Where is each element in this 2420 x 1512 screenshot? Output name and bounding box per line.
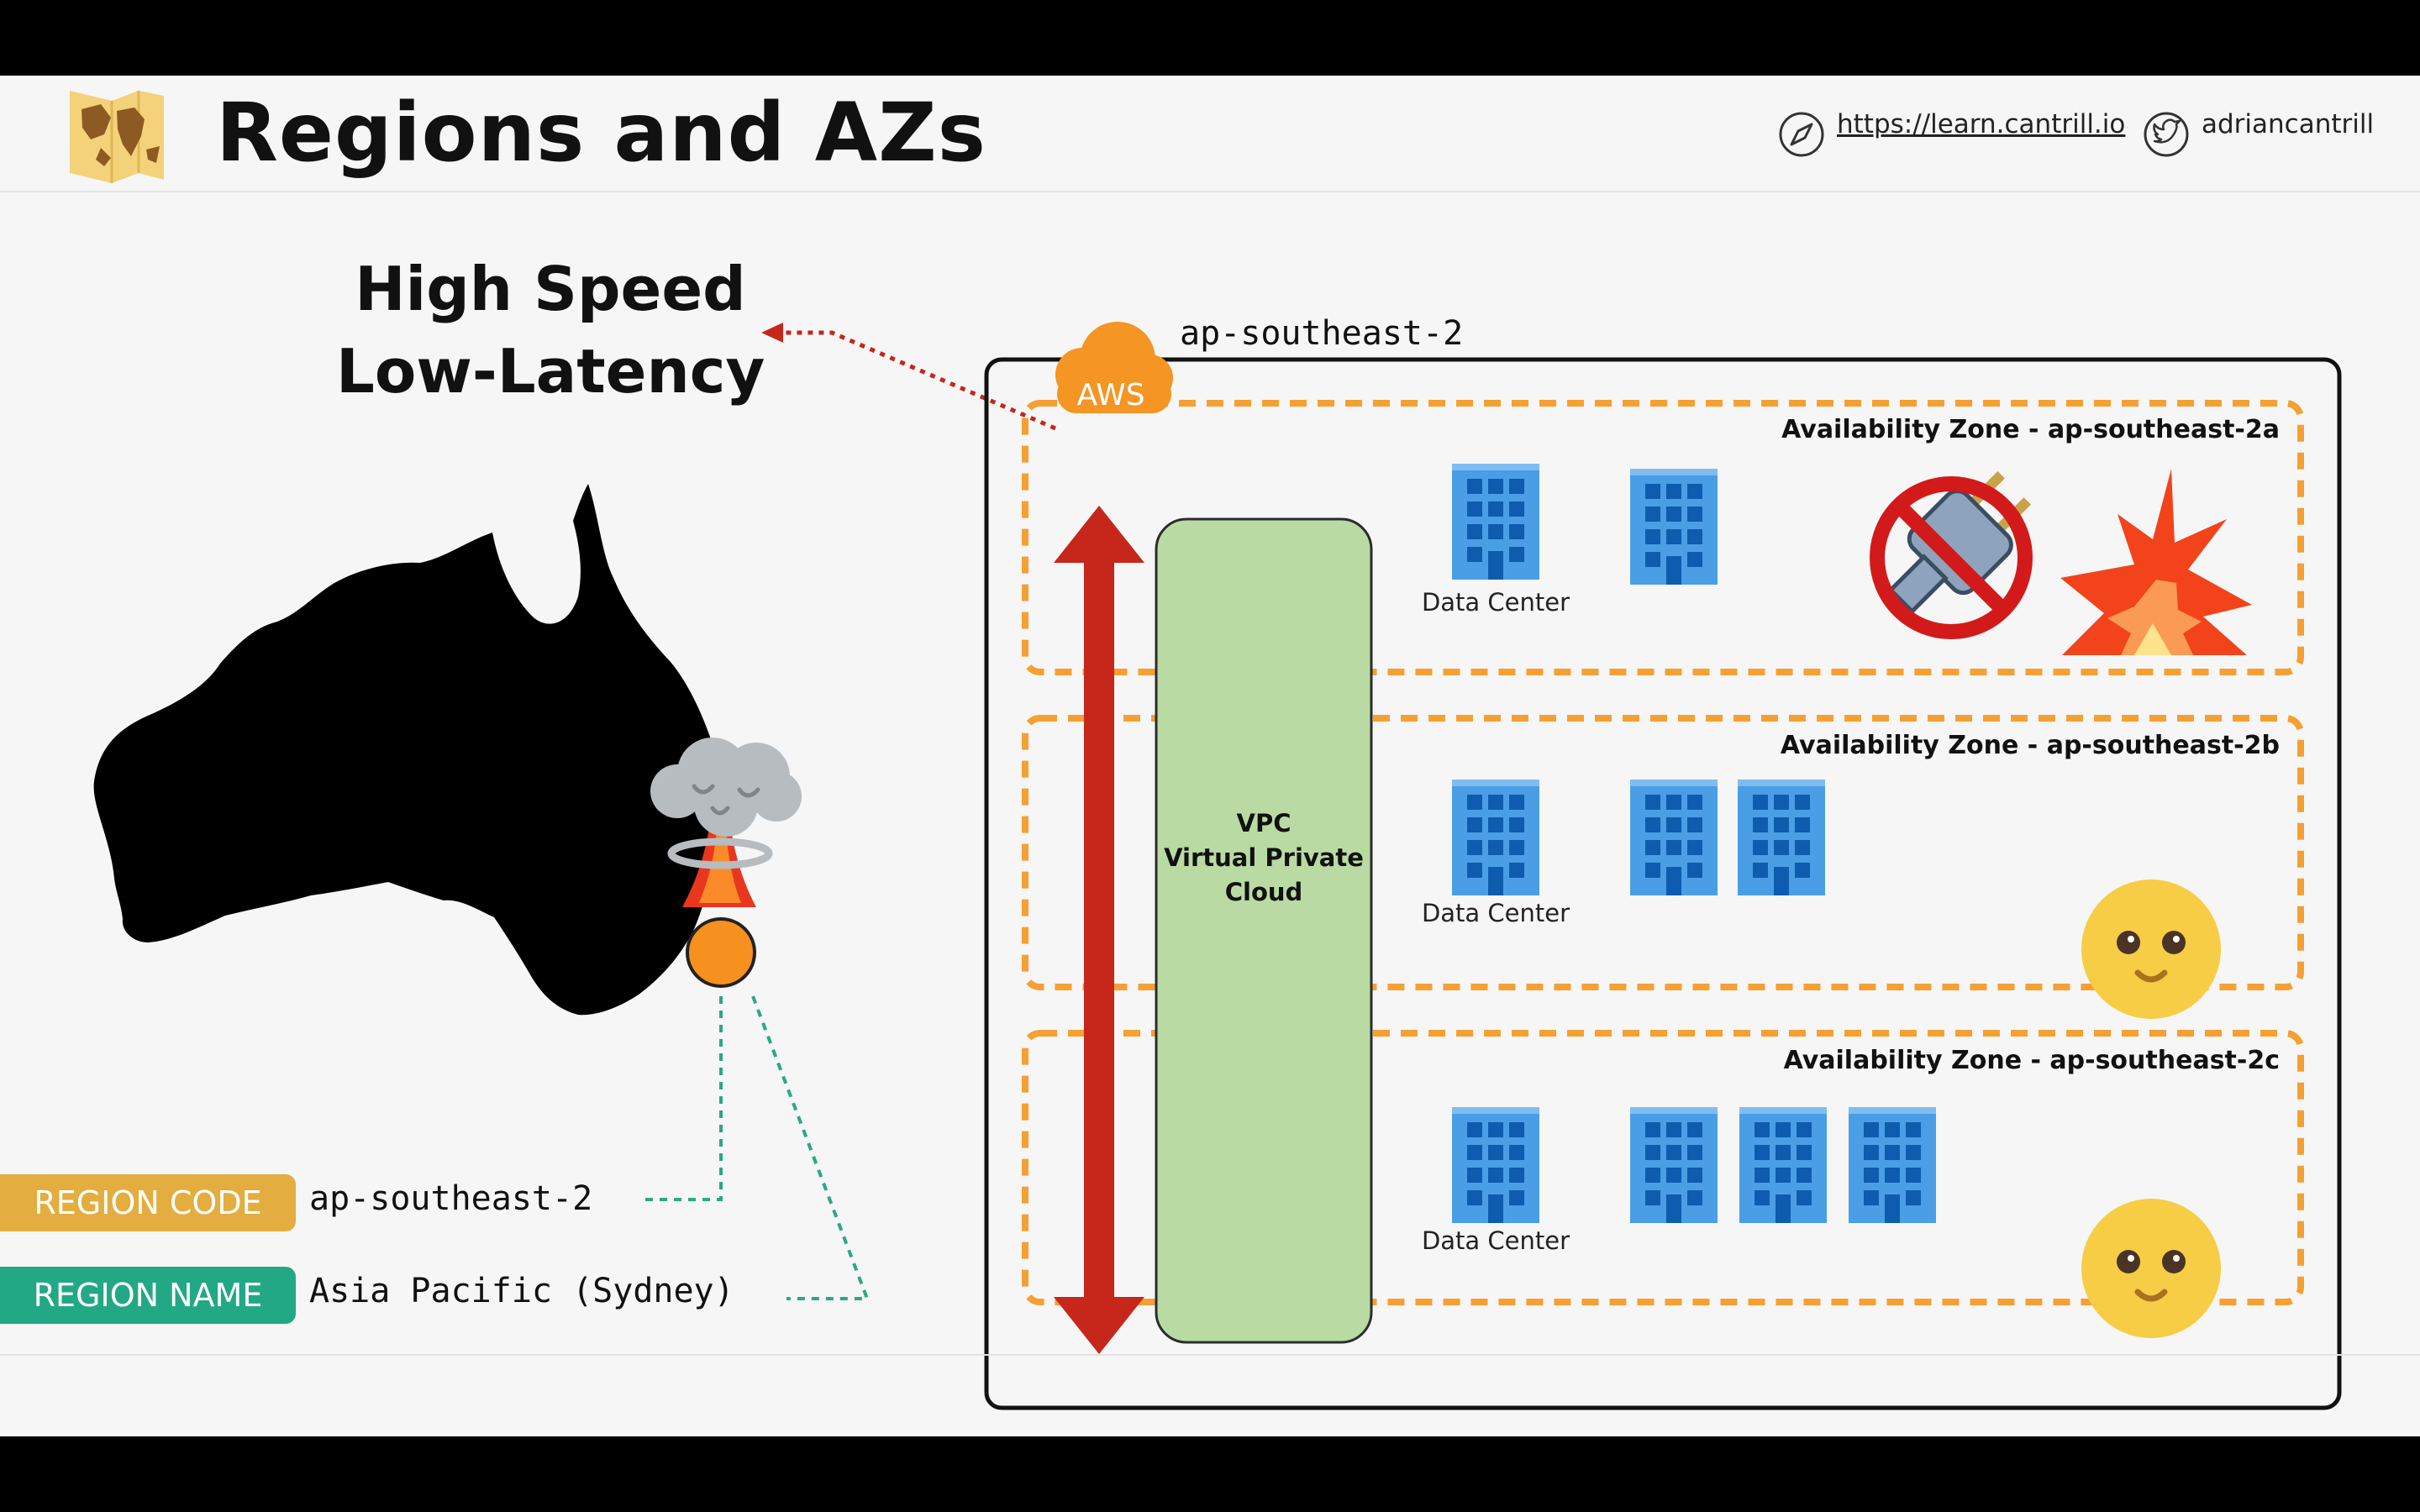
vpc-label: VPC Virtual Private Cloud (1156, 806, 1371, 910)
az-label-a: Availability Zone - ap-southeast-2a (1781, 415, 2280, 444)
smiley-face-icon (2081, 879, 2221, 1019)
explosion-core (2107, 580, 2202, 655)
region-code-value: ap-southeast-2 (309, 1179, 593, 1218)
explosion-icon (2060, 469, 2252, 655)
data-center-building-icon (1452, 780, 1539, 895)
data-center-label-c: Data Center (1421, 1226, 1570, 1255)
callout-low-latency: Low-Latency (336, 336, 765, 407)
data-center-building-icon (1738, 780, 1825, 895)
az-box-a (1022, 400, 2304, 675)
vpc-box (1155, 517, 1373, 1344)
region-code-connector (639, 996, 723, 1201)
region-name-badge: REGION NAME (0, 1267, 296, 1324)
footer-divider (0, 1354, 2420, 1356)
map-icon (70, 91, 164, 183)
data-center-building-icon (1630, 1107, 1718, 1223)
australia-map (93, 484, 721, 1016)
az-box-b (1022, 715, 2304, 990)
data-center-building-icon (1849, 1107, 1936, 1223)
az-box-c (1022, 1030, 2304, 1305)
diagram-canvas: AWS (70, 91, 2342, 1410)
data-center-building-icon (1452, 1107, 1539, 1223)
region-box (984, 357, 2342, 1410)
twitter-handle-link[interactable]: adriancantrill (2202, 109, 2375, 139)
data-center-building-icon (1739, 1107, 1827, 1223)
compass-icon (1779, 112, 1824, 157)
slide: AWS (0, 76, 2420, 1436)
az-label-b: Availability Zone - ap-southeast-2b (1780, 731, 2280, 760)
data-center-label-b: Data Center (1421, 899, 1570, 927)
az-label-c: Availability Zone - ap-southeast-2c (1783, 1046, 2280, 1075)
vpc-label-line2: Virtual Private (1164, 843, 1364, 872)
region-name-value: Asia Pacific (Sydney) (309, 1272, 734, 1310)
learn-cantrill-link[interactable]: https://learn.cantrill.io (1837, 109, 2126, 139)
sydney-marker (686, 917, 756, 988)
latency-arrowhead (761, 323, 783, 343)
aws-logo-text: AWS (1076, 378, 1144, 412)
twitter-bird-icon (2144, 112, 2189, 157)
region-name-connector (751, 995, 870, 1300)
az-interconnect-arrow (1054, 506, 1144, 1354)
latency-arrow (783, 330, 1056, 431)
vpc-label-line1: VPC (1236, 809, 1292, 837)
data-center-building-icon (1630, 469, 1718, 585)
data-center-building-icon (1452, 464, 1539, 580)
explosion-cloud-icon (650, 738, 802, 907)
smiley-face-icon (2081, 1199, 2221, 1338)
no-power-icon (1870, 471, 2033, 639)
data-center-label-a: Data Center (1421, 588, 1570, 617)
data-center-building-icon (1630, 780, 1718, 895)
region-code-badge: REGION CODE (0, 1174, 296, 1231)
callout-high-speed: High Speed (355, 254, 746, 324)
header-divider (0, 191, 2420, 192)
aws-region-name: ap-southeast-2 (1180, 314, 1464, 353)
explosion-center (2134, 623, 2171, 655)
aws-logo-icon: AWS (1055, 322, 1173, 413)
page-title: Regions and AZs (216, 86, 986, 180)
vpc-label-line3: Cloud (1224, 878, 1303, 906)
